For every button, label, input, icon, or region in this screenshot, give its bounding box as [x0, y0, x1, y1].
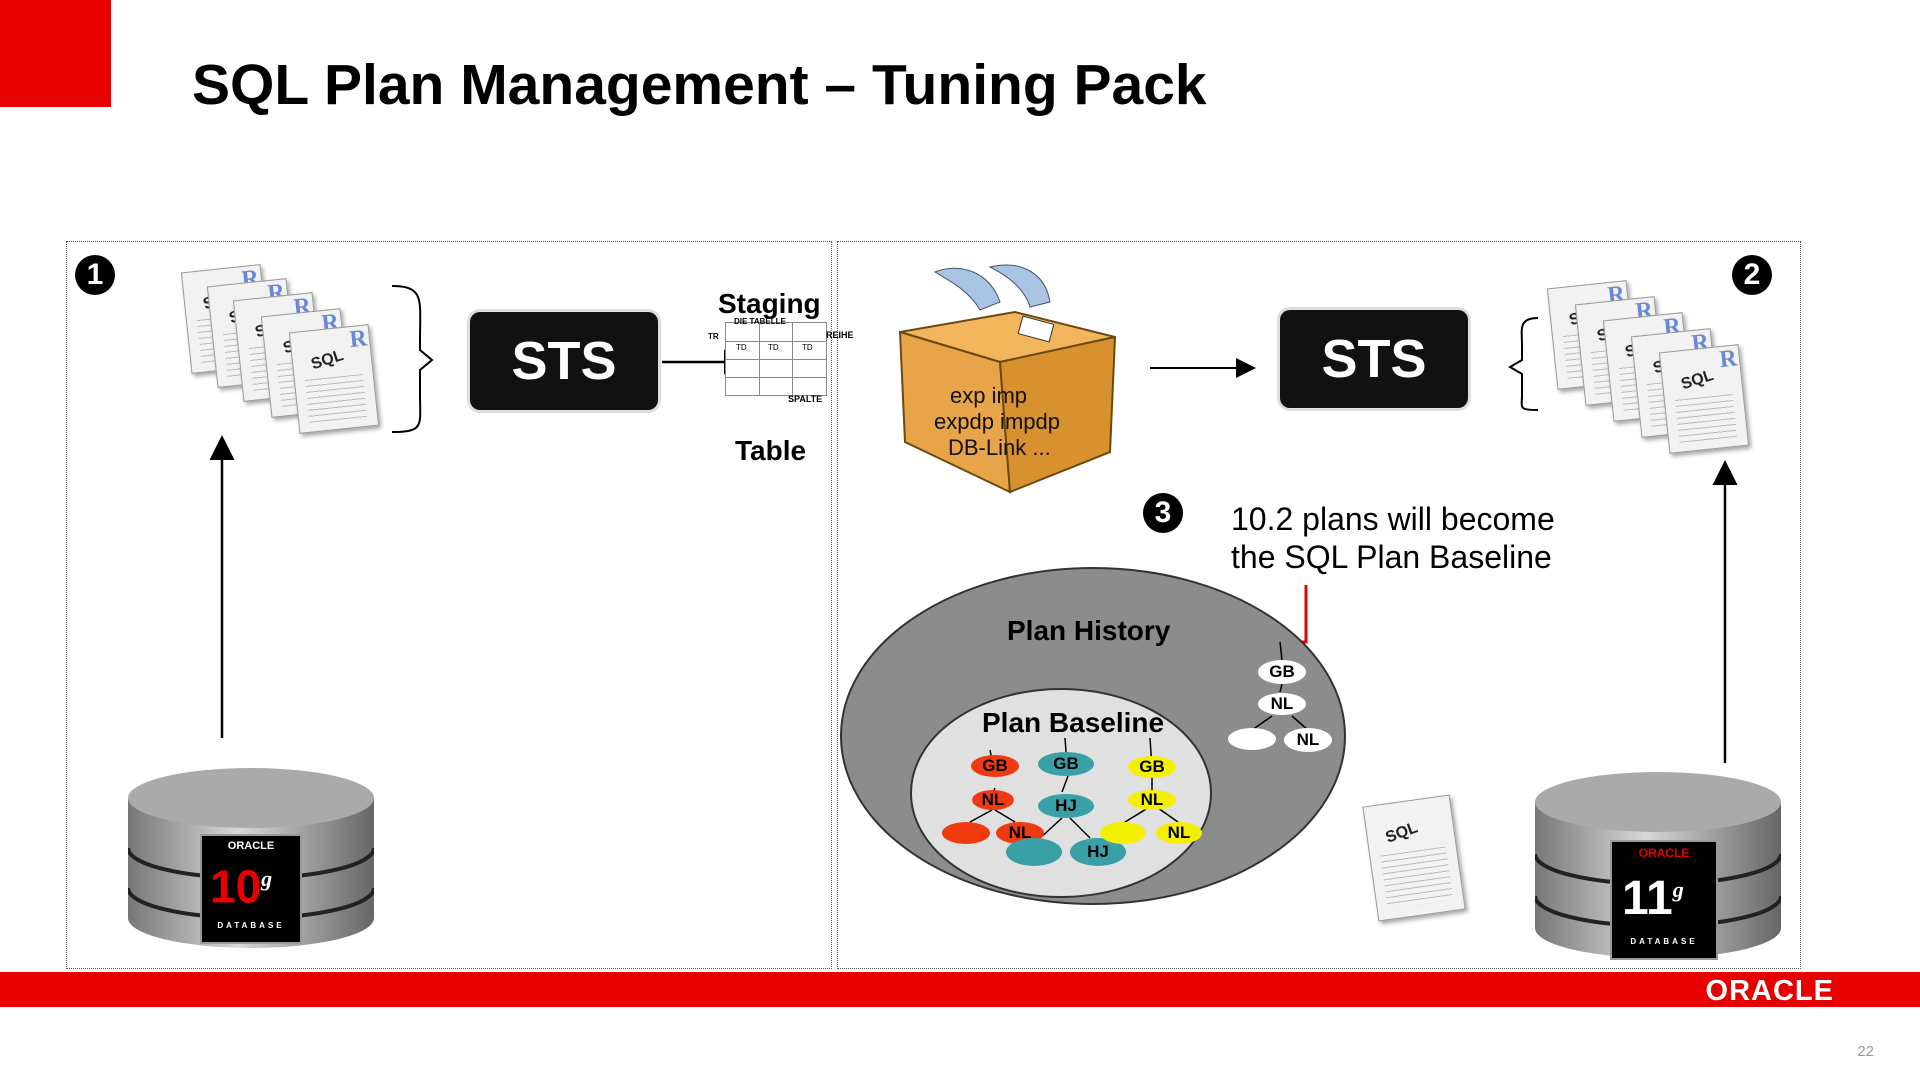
plan-node-leaf: [1100, 822, 1146, 844]
brand-corner-block: [0, 0, 111, 107]
sts-suitcase-right: STS: [1280, 310, 1468, 408]
oracle-10g-badge: ORACLE 10g DATABASE: [200, 834, 302, 944]
plan-baseline-label: Plan Baseline: [982, 707, 1165, 738]
plan-node-leaf: [942, 822, 990, 844]
step-2-badge: 2: [1732, 255, 1772, 295]
table-column-label: SPALTE: [788, 394, 823, 404]
right-panel: [837, 241, 1801, 969]
plan-node-gb: GB: [1128, 756, 1176, 778]
left-panel: [66, 241, 832, 969]
oracle-11g-badge: ORACLE 11g DATABASE: [1610, 840, 1718, 960]
step-1-badge: 1: [75, 255, 115, 295]
slide-title: SQL Plan Management – Tuning Pack: [192, 53, 1207, 117]
plan-node-gb: GB: [1258, 660, 1306, 684]
table-row-label: REIHE: [826, 330, 854, 340]
export-methods-text: exp imp expdp impdp DB-Link ...: [934, 383, 1060, 460]
shipping-box-icon: [898, 264, 1117, 494]
plan-node-gb: GB: [1038, 752, 1094, 776]
staging-table-graphic: DIE TABELLE TD TD TD: [725, 317, 827, 396]
baseline-note: 10.2 plans will become the SQL Plan Base…: [1231, 501, 1555, 575]
plan-node-nl: NL: [1128, 790, 1176, 810]
plan-node-hj: HJ: [1038, 794, 1094, 818]
page-number: 22: [1857, 1043, 1874, 1060]
table-label: Table: [735, 435, 807, 466]
staging-label: Staging: [718, 288, 821, 319]
plan-history-label: Plan History: [1007, 615, 1171, 646]
footer-bar: [0, 972, 1920, 1007]
oracle-footer-logo: ORACLE: [1705, 975, 1834, 1007]
plan-node-leaf: [1228, 728, 1276, 750]
sts-suitcase-left: STS: [470, 312, 658, 410]
step-3-badge: 3: [1143, 493, 1183, 533]
plan-node-leaf: [1006, 838, 1062, 866]
plan-node-gb: GB: [971, 755, 1019, 777]
sql-document-icon: SQL: [1362, 794, 1466, 922]
plan-node-nl: NL: [1156, 822, 1202, 844]
plan-node-nl: NL: [972, 790, 1014, 810]
plan-node-nl: NL: [1284, 728, 1332, 752]
table-tr-label: TR: [708, 332, 719, 341]
plan-node-nl: NL: [1258, 693, 1306, 715]
